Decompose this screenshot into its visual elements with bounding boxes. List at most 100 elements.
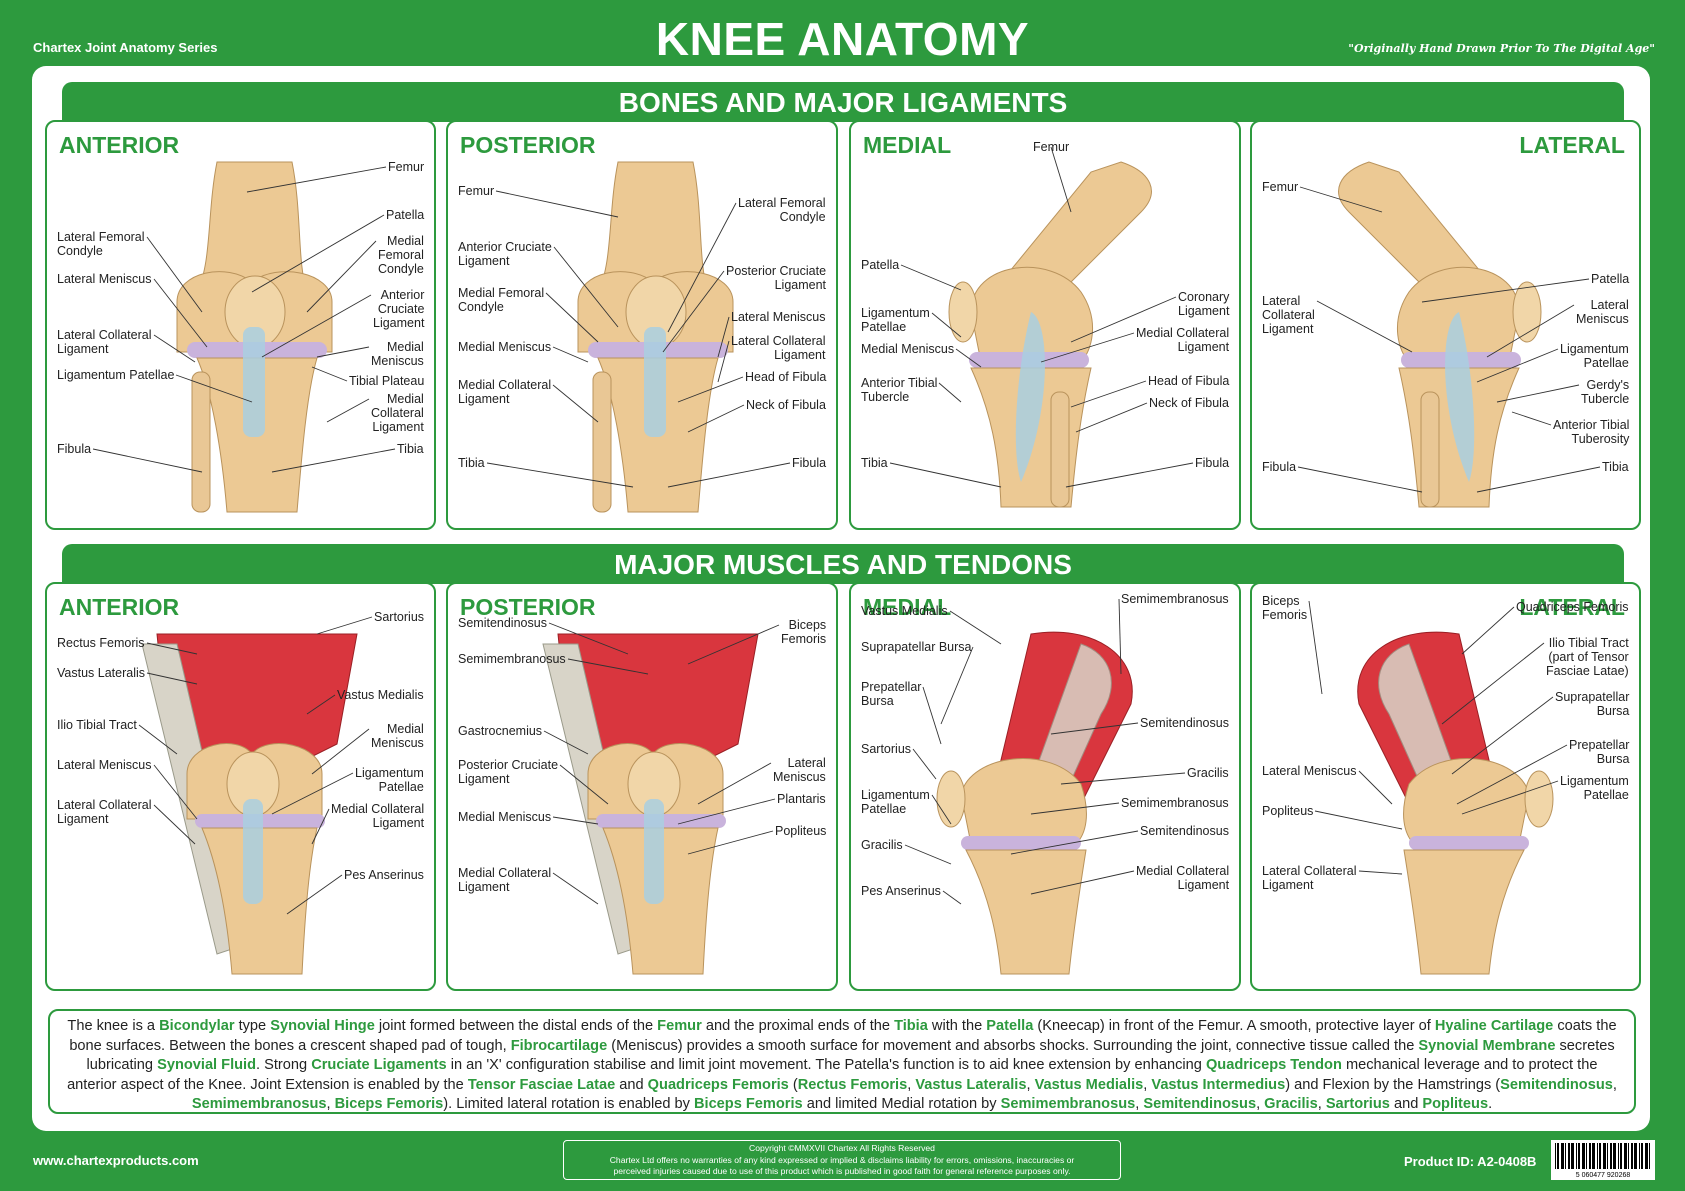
leader-line [931, 312, 962, 338]
anatomy-label-line: Medial [386, 340, 424, 354]
panel-title: MEDIAL [863, 132, 952, 158]
anatomy-label-line: Femur [458, 184, 495, 198]
barcode-bar [1624, 1143, 1627, 1169]
section-bar-bones: BONES AND MAJOR LIGAMENTS [62, 82, 1624, 122]
highlight-term: Tibia [894, 1018, 928, 1034]
anatomy-label: Fibula [57, 442, 91, 456]
anatomy-label-line: Ligament [458, 254, 510, 268]
anatomy-label-line: Posterior Cruciate [726, 264, 827, 278]
leader-line [495, 190, 619, 218]
highlight-term: Vastus Medialis [1034, 1076, 1144, 1093]
anatomy-label-line: Medial Collateral [458, 378, 552, 392]
leader-line [1486, 304, 1575, 358]
barcode: 5 060477 920268 [1551, 1140, 1655, 1180]
anatomy-label-line: Quadriceps Femoris [1516, 600, 1629, 614]
leader-line [306, 694, 336, 715]
anatomy-label-line: Tubercle [861, 390, 910, 404]
anatomy-label: Semimembranosus [458, 652, 566, 666]
anatomy-label: Head of Fibula [1148, 374, 1229, 388]
anatomy-label-line: Fibula [57, 442, 92, 456]
anatomy-label-line: Patellae [378, 780, 424, 794]
illustration-group [1357, 631, 1554, 975]
anatomy-label-line: Neck of Fibula [746, 398, 826, 412]
anatomy-label-line: Prepatellar [861, 680, 922, 694]
leader-line [553, 246, 619, 328]
anatomy-label-line: Plantaris [777, 792, 826, 806]
leader-line [552, 816, 599, 825]
barcode-bar [1557, 1143, 1559, 1169]
fibula-shape [1050, 391, 1070, 508]
anatomy-label-line: Biceps [1262, 594, 1300, 608]
description-segment: and limited Medial rotation by [802, 1096, 1001, 1112]
anatomy-label-line: Medial Collateral [458, 866, 552, 880]
leader-line [687, 830, 774, 855]
disclaimer-line: perceived injuries caused due to use of … [613, 1166, 1071, 1176]
anatomy-label: Fibula [1262, 460, 1296, 474]
anatomy-label: Lateral Meniscus [731, 310, 826, 324]
anatomy-label-line: Fibula [1195, 456, 1230, 470]
description-segment: mechanical leverage and to protect the a… [67, 1057, 1598, 1093]
anatomy-label-line: Tibial Plateau [349, 374, 425, 388]
anatomy-label-line: Lateral [787, 756, 826, 770]
ligament-shape [644, 799, 664, 904]
leader-line [1456, 744, 1568, 805]
highlight-term: Fibrocartilage [510, 1037, 608, 1054]
knee-illustration [889, 146, 1194, 508]
barcode-bar [1576, 1143, 1577, 1169]
highlight-term: Synovial Fluid [157, 1057, 257, 1073]
leader-line [559, 764, 609, 805]
knee-illustration [486, 161, 791, 513]
leader-line [1358, 770, 1393, 805]
highlight-term: Popliteus [1422, 1096, 1489, 1112]
anatomy-label-line: Bursa [1596, 752, 1630, 766]
anatomy-label: Lateral Meniscus [57, 272, 152, 286]
description-segment: , [1317, 1096, 1326, 1112]
anatomy-label: Femur [458, 184, 494, 198]
leader-line [687, 624, 780, 665]
leader-line [326, 398, 370, 423]
leader-line [1316, 300, 1413, 353]
anatomy-label: Femur [1262, 180, 1298, 194]
barcode-bar [1571, 1143, 1574, 1169]
barcode-bar [1561, 1143, 1564, 1169]
anatomy-label-line: Ligamentum [861, 306, 930, 320]
leader-line [1297, 466, 1423, 493]
leader-line [922, 686, 942, 745]
description-segment: , [1143, 1076, 1152, 1093]
anatomy-label-line: Ligament [372, 816, 425, 830]
anatomy-label-line: Collateral [1262, 308, 1315, 322]
anatomy-label-line: Semimembranosus [458, 652, 566, 666]
anatomy-label: Sartorius [861, 742, 911, 756]
anatomy-label: Neck of Fibula [1149, 396, 1229, 410]
anatomy-label: Lateral Meniscus [57, 758, 152, 772]
anatomy-label-line: Cruciate [377, 302, 425, 316]
copyright-line: Copyright ©MMXVII Chartex All Rights Res… [749, 1143, 935, 1153]
anatomy-label-line: Ligamentum Patellae [57, 368, 175, 382]
footer-url[interactable]: www.chartexproducts.com [33, 1153, 199, 1168]
anatomy-label-line: Pes Anserinus [861, 884, 941, 898]
barcode-bar [1565, 1143, 1566, 1169]
anatomy-label-line: Patella [1591, 272, 1630, 286]
anatomy-label-line: Femoris [1262, 608, 1308, 622]
leader-line [1496, 384, 1580, 403]
description-segment: ) and Flexion by the Hamstrings ( [1285, 1076, 1501, 1093]
leader-line [1511, 411, 1552, 426]
leader-line [889, 462, 1002, 488]
highlight-term: Hyaline Cartilage [1434, 1018, 1554, 1034]
anatomy-label-line: Tibia [458, 456, 485, 470]
leader-line [545, 292, 599, 343]
anatomy-label-line: Ligament [373, 316, 425, 330]
